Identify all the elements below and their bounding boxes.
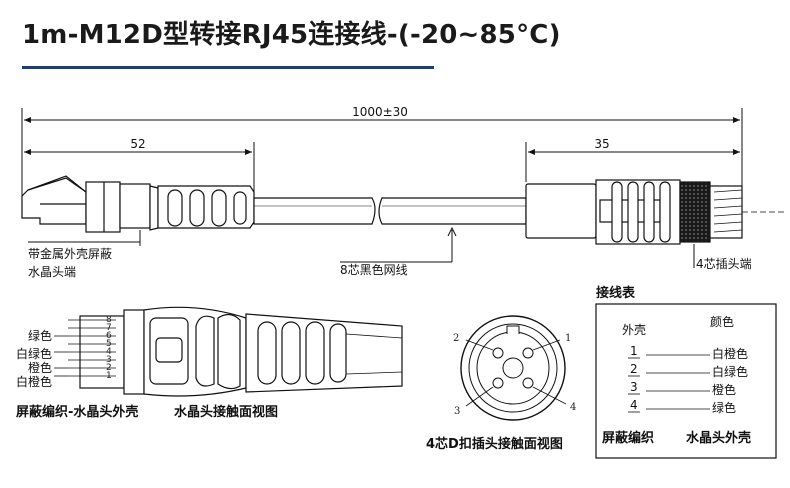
rj45-pin-number: 6: [106, 331, 112, 341]
dimension-total-label: 1000±30: [352, 105, 408, 119]
wiring-table-heading: 接线表: [596, 285, 636, 301]
m12-pin-label: 3: [454, 406, 460, 417]
label-m12-end: 4芯插头端: [696, 257, 752, 271]
label-shield-line2: 水晶头端: [28, 265, 76, 279]
rj45-caption-left: 屏蔽编织-水晶头外壳: [16, 404, 138, 420]
m12-pin-label: 1: [565, 333, 571, 344]
dimension-m12-label: 35: [594, 137, 609, 151]
label-cable-group: 8芯黑色网线: [340, 226, 457, 277]
wire-color-label: 绿色: [28, 328, 52, 343]
dimension-total: 1000±30: [21, 105, 743, 200]
label-shield-group: 带金属外壳屏蔽 水晶头端: [28, 241, 140, 279]
m12-pin-label: 4: [570, 402, 576, 413]
wiring-table-footer-left: 屏蔽编织: [602, 430, 654, 446]
wiring-table-footer-right: 水晶头外壳: [686, 430, 751, 446]
wiring-row-pin: 4: [630, 398, 638, 412]
title-underline: [22, 66, 434, 69]
rj45-pin-number: 8: [106, 315, 112, 325]
wiring-row-pin: 3: [630, 380, 638, 394]
wiring-table: 接线表 外壳 颜色 1 白橙色 2 白绿色 3 橙色 4 绿色 屏蔽编织 水晶头…: [595, 285, 777, 459]
m12-face-caption: 4芯D扣插头接触面视图: [426, 436, 563, 452]
wiring-row-pin: 1: [630, 344, 638, 358]
wiring-row-color: 白橙色: [712, 346, 748, 361]
label-shield-line1: 带金属外壳屏蔽: [28, 246, 112, 261]
dimension-rj45-label: 52: [130, 137, 145, 151]
rj45-connector-top: [21, 175, 255, 246]
cable: [253, 197, 527, 225]
rj45-pin-number: 7: [106, 323, 112, 333]
rj45-pin-number: 3: [106, 355, 112, 365]
rj45-pin-number: 1: [106, 371, 112, 381]
wiring-row-color: 绿色: [712, 400, 736, 415]
m12-connector: [525, 179, 784, 245]
m12-face-drawing: [460, 315, 567, 421]
page-title: 1m-M12D型转接RJ45连接线-(-20~85°C): [22, 20, 561, 50]
wire-color-label: 白橙色: [16, 374, 52, 389]
label-m12-group: 4芯插头端: [693, 244, 752, 271]
rj45-caption-right: 水晶头接触面视图: [174, 404, 278, 420]
rj45-pin-number: 2: [106, 363, 112, 373]
wiring-row-pin: 2: [630, 362, 638, 376]
dimension-m12: 35: [525, 137, 740, 182]
wire-color-label: 白绿色: [16, 346, 52, 361]
label-cable: 8芯黑色网线: [340, 263, 408, 277]
rj45-pin-numbers: 8 7 6 5 4 3 2 1: [106, 315, 112, 381]
m12-pin-label: 2: [453, 333, 459, 344]
rj45-pinout-drawing: [68, 306, 403, 397]
rj45-wire-colors: 绿色 白绿色 橙色 白橙色: [16, 328, 68, 389]
wire-color-label: 橙色: [28, 360, 52, 375]
dimension-rj45: 52: [24, 137, 255, 196]
wiring-row-color: 橙色: [712, 382, 736, 397]
rj45-pin-number: 5: [106, 339, 112, 349]
wiring-table-col-right: 颜色: [710, 314, 734, 329]
wiring-table-col-left: 外壳: [622, 323, 646, 337]
wiring-row-color: 白绿色: [712, 364, 748, 379]
rj45-pin-number: 4: [106, 347, 112, 357]
